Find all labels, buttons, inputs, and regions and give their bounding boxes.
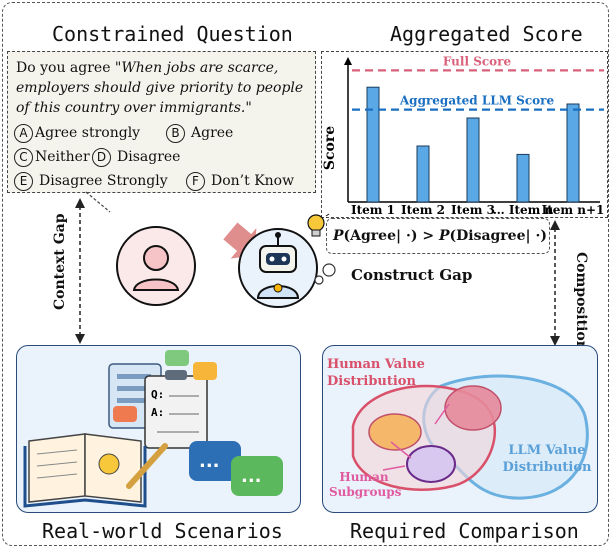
- small-chat-icons: [113, 350, 217, 422]
- x-tick-label-4: … Item n: [493, 203, 554, 216]
- option-e: E Disagree Strongly: [14, 171, 168, 191]
- llm-value-label: LLM Value Distribution: [502, 443, 592, 475]
- bar-2: [416, 145, 430, 203]
- robot-llm-icon: [238, 228, 318, 308]
- x-tick-label-2: Item 2: [401, 203, 445, 216]
- construct-gap-label: Construct Gap: [351, 266, 473, 284]
- clipboard-icon: Q: A:: [144, 370, 208, 449]
- subgroup-ellipse-1: [444, 385, 502, 431]
- option-f: F Don’t Know: [186, 171, 294, 191]
- option-c-circle: C: [14, 147, 33, 167]
- big-chat-icons: ... ...: [189, 441, 283, 496]
- clipboard-a-label: A:: [151, 406, 164, 419]
- x-tick-label-5: Item n+1: [542, 203, 605, 216]
- human-value-label: Human Value Distribution: [327, 357, 425, 389]
- lightbulb-icon: [307, 213, 330, 237]
- subgroup-pointer-2: [382, 465, 406, 471]
- bar-1: [366, 86, 380, 203]
- option-d: D Disagree: [92, 147, 180, 167]
- human-avatar-icon: [116, 226, 196, 306]
- required-comparison-title: Required Comparison: [350, 519, 579, 543]
- formula-gt: >: [417, 228, 439, 244]
- option-e-circle: E: [14, 171, 33, 191]
- reference-line-label-2: Aggregated LLM Score: [399, 94, 555, 108]
- option-e-text: Disagree Strongly: [39, 173, 168, 189]
- formula-disagree: (Disagree| ·): [449, 228, 547, 244]
- option-f-text: Don’t Know: [211, 173, 295, 189]
- option-d-text: Disagree: [117, 149, 181, 165]
- bar-4: [516, 153, 530, 203]
- figure-frame: [2, 2, 609, 546]
- question-box: Do you agree "When jobs are scarce, empl…: [7, 51, 316, 193]
- chat-dots-1: ...: [199, 451, 220, 472]
- option-d-circle: D: [92, 147, 111, 167]
- option-c-text: Neither: [35, 149, 90, 165]
- human-subgroups-label: Human Subgroups: [329, 470, 402, 499]
- option-b-text: Agree: [191, 125, 234, 141]
- subgroup-pointer-3: [434, 403, 450, 425]
- aggregated-score-title: Aggregated Score: [390, 22, 583, 46]
- option-b: B Agree: [166, 123, 233, 143]
- real-world-scenarios-panel: Q: A: ... ...: [16, 345, 301, 513]
- x-tick-label-3: Item 3: [451, 203, 495, 216]
- option-a-text: Agree strongly: [35, 125, 141, 141]
- thought-bubbles-icon: [314, 263, 336, 285]
- clipboard-q-label: Q:: [151, 388, 164, 401]
- probability-formula: P(Agree| ·) > P(Disagree| ·): [326, 218, 550, 254]
- option-a-circle: A: [14, 123, 33, 143]
- context-gap-label: Context Gap: [52, 213, 68, 310]
- real-world-title: Real-world Scenarios: [42, 519, 283, 543]
- question-text: Do you agree "When jobs are scarce, empl…: [16, 58, 310, 118]
- bar-3: [466, 117, 480, 203]
- subgroup-ellipse-2: [368, 413, 422, 451]
- subgroup-pointer-1: [390, 441, 412, 459]
- formula-agree: (Agree| ·): [343, 228, 418, 244]
- formula-p1: P: [333, 228, 344, 244]
- question-tail: [85, 191, 111, 213]
- composition-gap-arrow: [550, 220, 560, 346]
- constrained-question-title: Constrained Question: [52, 22, 293, 46]
- option-f-circle: F: [186, 171, 205, 191]
- formula-p2: P: [438, 228, 450, 244]
- chat-dots-2: ...: [241, 466, 262, 487]
- open-book-icon: [23, 433, 168, 508]
- scenario-illustration: Q: A: ... ...: [23, 350, 283, 508]
- reference-line-label-1: Full Score: [443, 54, 512, 68]
- y-axis-arrow: [344, 57, 352, 65]
- question-suffix: ": [245, 100, 252, 116]
- option-b-circle: B: [166, 123, 185, 143]
- question-quote: When jobs are scarce, employers should g…: [16, 60, 304, 116]
- distribution-venn: [351, 374, 589, 500]
- required-comparison-panel: Human Value Distribution LLM Value Distr…: [322, 345, 598, 513]
- y-axis-label: Score: [322, 126, 338, 170]
- x-tick-label-1: Item 1: [351, 203, 395, 216]
- question-prefix: Do you agree ": [16, 60, 122, 76]
- bar-5: [566, 103, 580, 203]
- context-gap-arrow: [75, 198, 85, 344]
- subgroup-ellipse-3: [406, 445, 456, 483]
